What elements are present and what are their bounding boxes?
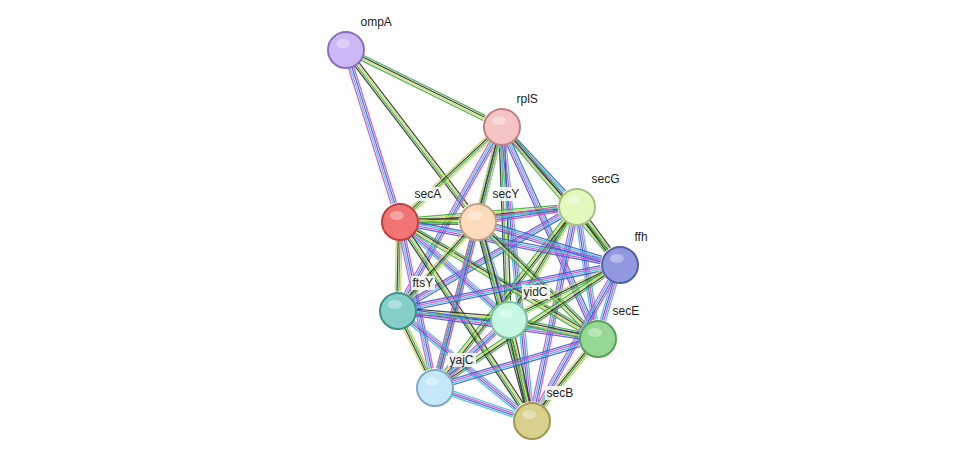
evidence-line	[364, 55, 486, 115]
protein-node: ffh	[601, 246, 639, 284]
evidence-line	[408, 234, 463, 295]
evidence-line	[359, 63, 468, 205]
evidence-line	[448, 332, 494, 374]
interaction-edge	[403, 326, 428, 371]
evidence-line	[512, 338, 527, 402]
interaction-edge	[349, 67, 397, 204]
interaction-edge	[452, 391, 515, 417]
protein-node: secB	[513, 402, 551, 440]
interaction-edge	[395, 240, 402, 291]
evidence-line	[453, 393, 514, 414]
evidence-line	[492, 234, 585, 324]
node-label: secG	[590, 172, 622, 186]
evidence-line	[401, 241, 402, 292]
evidence-line	[496, 208, 557, 217]
evidence-line	[349, 68, 392, 204]
protein-node: secA	[381, 203, 419, 241]
interaction-edge	[361, 55, 485, 120]
node-label: ffh	[633, 230, 650, 244]
node-highlight	[390, 211, 404, 220]
node-highlight	[388, 300, 402, 309]
evidence-line	[527, 326, 579, 337]
node-highlight	[336, 39, 350, 48]
node-highlight	[567, 196, 581, 205]
evidence-line	[410, 235, 465, 296]
node-highlight	[468, 211, 482, 220]
protein-node: secG	[558, 188, 596, 226]
evidence-line	[489, 237, 582, 327]
interaction-edge	[355, 63, 468, 208]
interaction-edge	[586, 220, 611, 251]
protein-node: ftsY	[379, 292, 417, 330]
evidence-line	[419, 218, 459, 219]
protein-node: secY	[459, 203, 497, 241]
evidence-line	[395, 240, 396, 291]
evidence-line	[544, 354, 586, 406]
interaction-edge	[510, 337, 530, 402]
evidence-line	[363, 57, 485, 117]
evidence-line	[453, 391, 514, 412]
node-highlight	[610, 254, 624, 263]
evidence-line	[452, 396, 513, 417]
protein-node: secE	[579, 320, 617, 358]
node-label: ftsY	[411, 276, 436, 290]
evidence-line	[509, 144, 589, 321]
node-label: ompA	[359, 15, 394, 29]
evidence-line	[543, 353, 585, 405]
node-highlight	[588, 328, 602, 337]
node-label: yidC	[522, 285, 550, 299]
node-highlight	[492, 116, 506, 125]
evidence-line	[419, 220, 459, 221]
evidence-line	[447, 330, 493, 372]
node-highlight	[499, 309, 513, 318]
node-highlight	[522, 410, 536, 419]
node-label: rplS	[515, 92, 540, 106]
evidence-line	[587, 222, 607, 249]
evidence-line	[452, 394, 513, 415]
evidence-line	[483, 240, 527, 402]
evidence-line	[419, 222, 459, 223]
evidence-line	[362, 59, 484, 119]
node-label: secY	[491, 187, 522, 201]
evidence-line	[485, 239, 529, 401]
node-label: secA	[413, 187, 444, 201]
evidence-line	[397, 240, 398, 291]
node-label: secB	[545, 386, 576, 400]
evidence-line	[589, 221, 609, 248]
evidence-line	[399, 241, 400, 292]
evidence-line	[514, 338, 529, 402]
node-label: yajC	[448, 353, 476, 367]
protein-node: yajC	[416, 369, 454, 407]
protein-node: ompA	[327, 31, 365, 69]
evidence-line	[586, 223, 606, 250]
evidence-line	[356, 65, 465, 207]
evidence-line	[541, 352, 583, 404]
interaction-edge	[541, 352, 587, 408]
evidence-line	[358, 64, 467, 206]
evidence-line	[546, 355, 588, 407]
evidence-line	[496, 207, 557, 216]
evidence-line	[527, 324, 579, 335]
evidence-line	[403, 329, 424, 372]
evidence-line	[510, 339, 525, 403]
node-highlight	[425, 377, 439, 386]
protein-node: yidC	[490, 301, 528, 339]
evidence-line	[355, 66, 464, 208]
node-label: secE	[611, 304, 642, 318]
interaction-edge	[527, 321, 580, 337]
protein-node: rplS	[483, 108, 521, 146]
